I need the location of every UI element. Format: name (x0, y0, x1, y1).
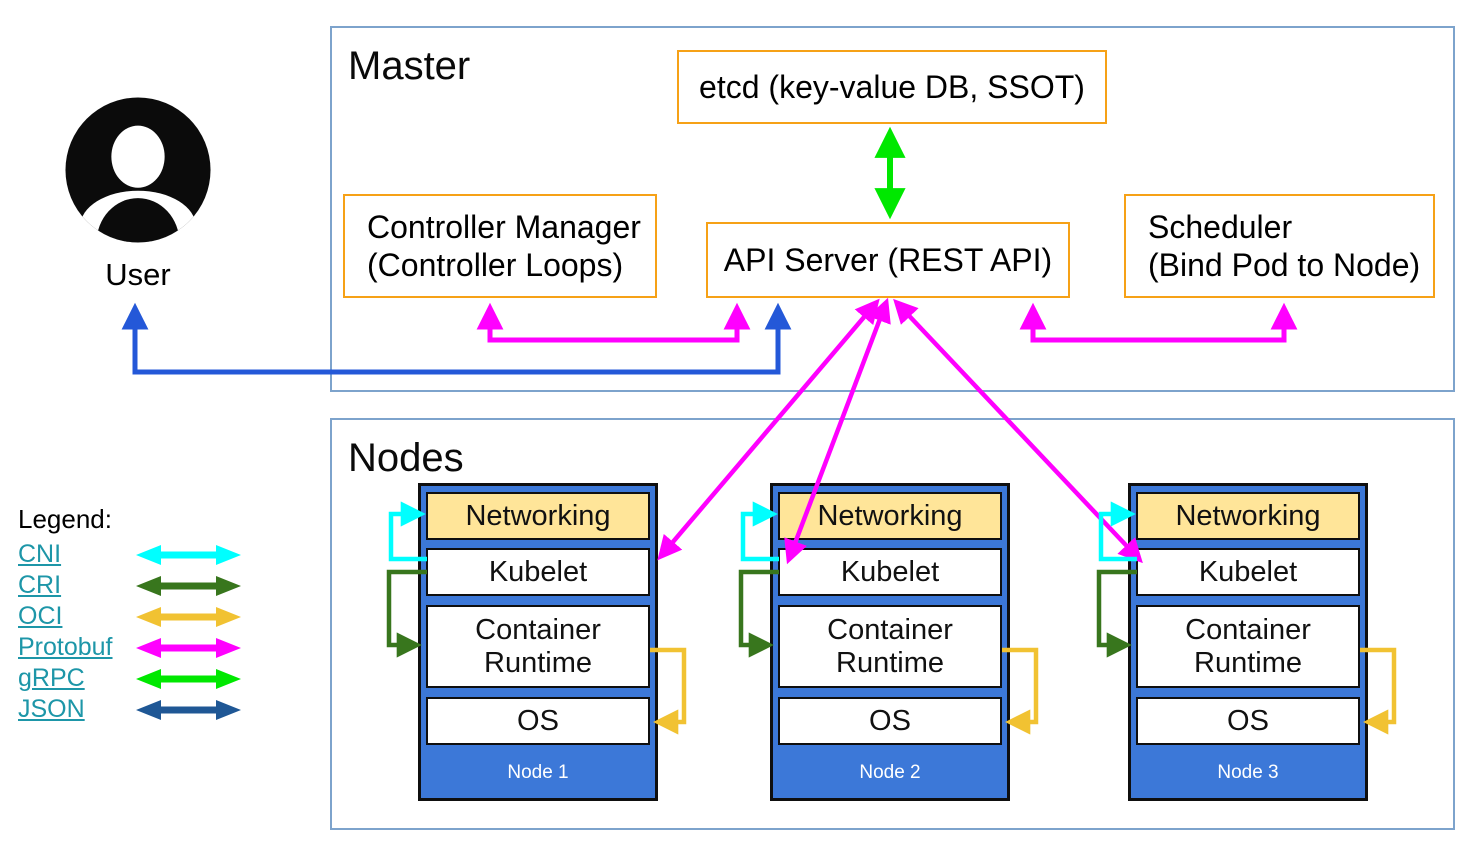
node3-container-runtime-layer: Container Runtime (1136, 605, 1360, 688)
node1-networking-layer: Networking (426, 492, 650, 540)
legend-row-cri: CRI (18, 570, 278, 601)
json-arrow-shape (136, 699, 241, 720)
legend-row-protobuf: Protobuf (18, 632, 278, 663)
node1-label: Node 1 (507, 762, 569, 783)
legend-link-json[interactable]: JSON (18, 695, 85, 723)
user-figure: User (64, 96, 212, 293)
scheduler-line2: (Bind Pod to Node) (1148, 247, 1421, 283)
node3-networking-layer: Networking (1136, 492, 1360, 540)
node2-os-layer: OS (778, 697, 1002, 745)
legend-row-cni: CNI (18, 539, 278, 570)
node-1: Networking Kubelet Container Runtime OS … (418, 483, 658, 801)
node2-kubelet-layer: Kubelet (778, 548, 1002, 596)
legend-link-cni[interactable]: CNI (18, 540, 62, 568)
scheduler-line1: Scheduler (1148, 208, 1293, 245)
node1-os-layer: OS (426, 697, 650, 745)
cri-arrow-sample-icon (136, 575, 241, 596)
oci-arrow-shape (136, 606, 241, 627)
node2-label: Node 2 (859, 762, 921, 783)
legend-link-grpc[interactable]: gRPC (18, 664, 85, 692)
legend-link-protobuf[interactable]: Protobuf (18, 633, 113, 661)
protobuf-arrow-sample-icon (136, 637, 241, 658)
nodes-title: Nodes (348, 436, 464, 480)
grpc-arrow-shape (136, 668, 241, 689)
cni-arrow-sample-icon (136, 544, 241, 565)
node1-container-runtime-layer: Container Runtime (426, 605, 650, 688)
cni-arrow-shape (136, 544, 241, 565)
node2-container-runtime-layer: Container Runtime (778, 605, 1002, 688)
node-2: Networking Kubelet Container Runtime OS … (770, 483, 1010, 801)
legend: Legend: CNI CRI OCI Protobuf gRP (18, 504, 278, 725)
legend-row-oci: OCI (18, 601, 278, 632)
etcd-label: etcd (key-value DB, SSOT) (699, 68, 1085, 105)
api-server-label: API Server (REST API) (723, 241, 1053, 278)
user-label: User (105, 257, 171, 292)
etcd-box: etcd (key-value DB, SSOT) (677, 50, 1107, 124)
legend-link-oci[interactable]: OCI (18, 602, 63, 630)
legend-row-grpc: gRPC (18, 663, 278, 694)
scheduler-box: Scheduler (Bind Pod to Node) (1124, 194, 1435, 298)
cri-arrow-shape (136, 575, 241, 596)
node1-kubelet-layer: Kubelet (426, 548, 650, 596)
json-arrow-sample-icon (136, 699, 241, 720)
master-frame (330, 26, 1455, 392)
controller-manager-box: Controller Manager (Controller Loops) (343, 194, 657, 298)
oci-arrow-sample-icon (136, 606, 241, 627)
legend-row-json: JSON (18, 694, 278, 725)
protobuf-arrow-shape (136, 637, 241, 658)
master-title: Master (348, 44, 471, 88)
user-avatar-icon (65, 97, 211, 243)
legend-title: Legend: (18, 504, 112, 534)
node3-kubelet-layer: Kubelet (1136, 548, 1360, 596)
node2-networking-layer: Networking (778, 492, 1002, 540)
node3-os-layer: OS (1136, 697, 1360, 745)
controller-manager-line2: (Controller Loops) (367, 247, 624, 283)
grpc-arrow-sample-icon (136, 668, 241, 689)
api-server-box: API Server (REST API) (706, 222, 1070, 298)
node-3: Networking Kubelet Container Runtime OS … (1128, 483, 1368, 801)
controller-manager-line1: Controller Manager (367, 208, 641, 245)
nodes-frame (330, 418, 1455, 830)
node3-label: Node 3 (1217, 762, 1279, 783)
legend-link-cri[interactable]: CRI (18, 571, 62, 599)
